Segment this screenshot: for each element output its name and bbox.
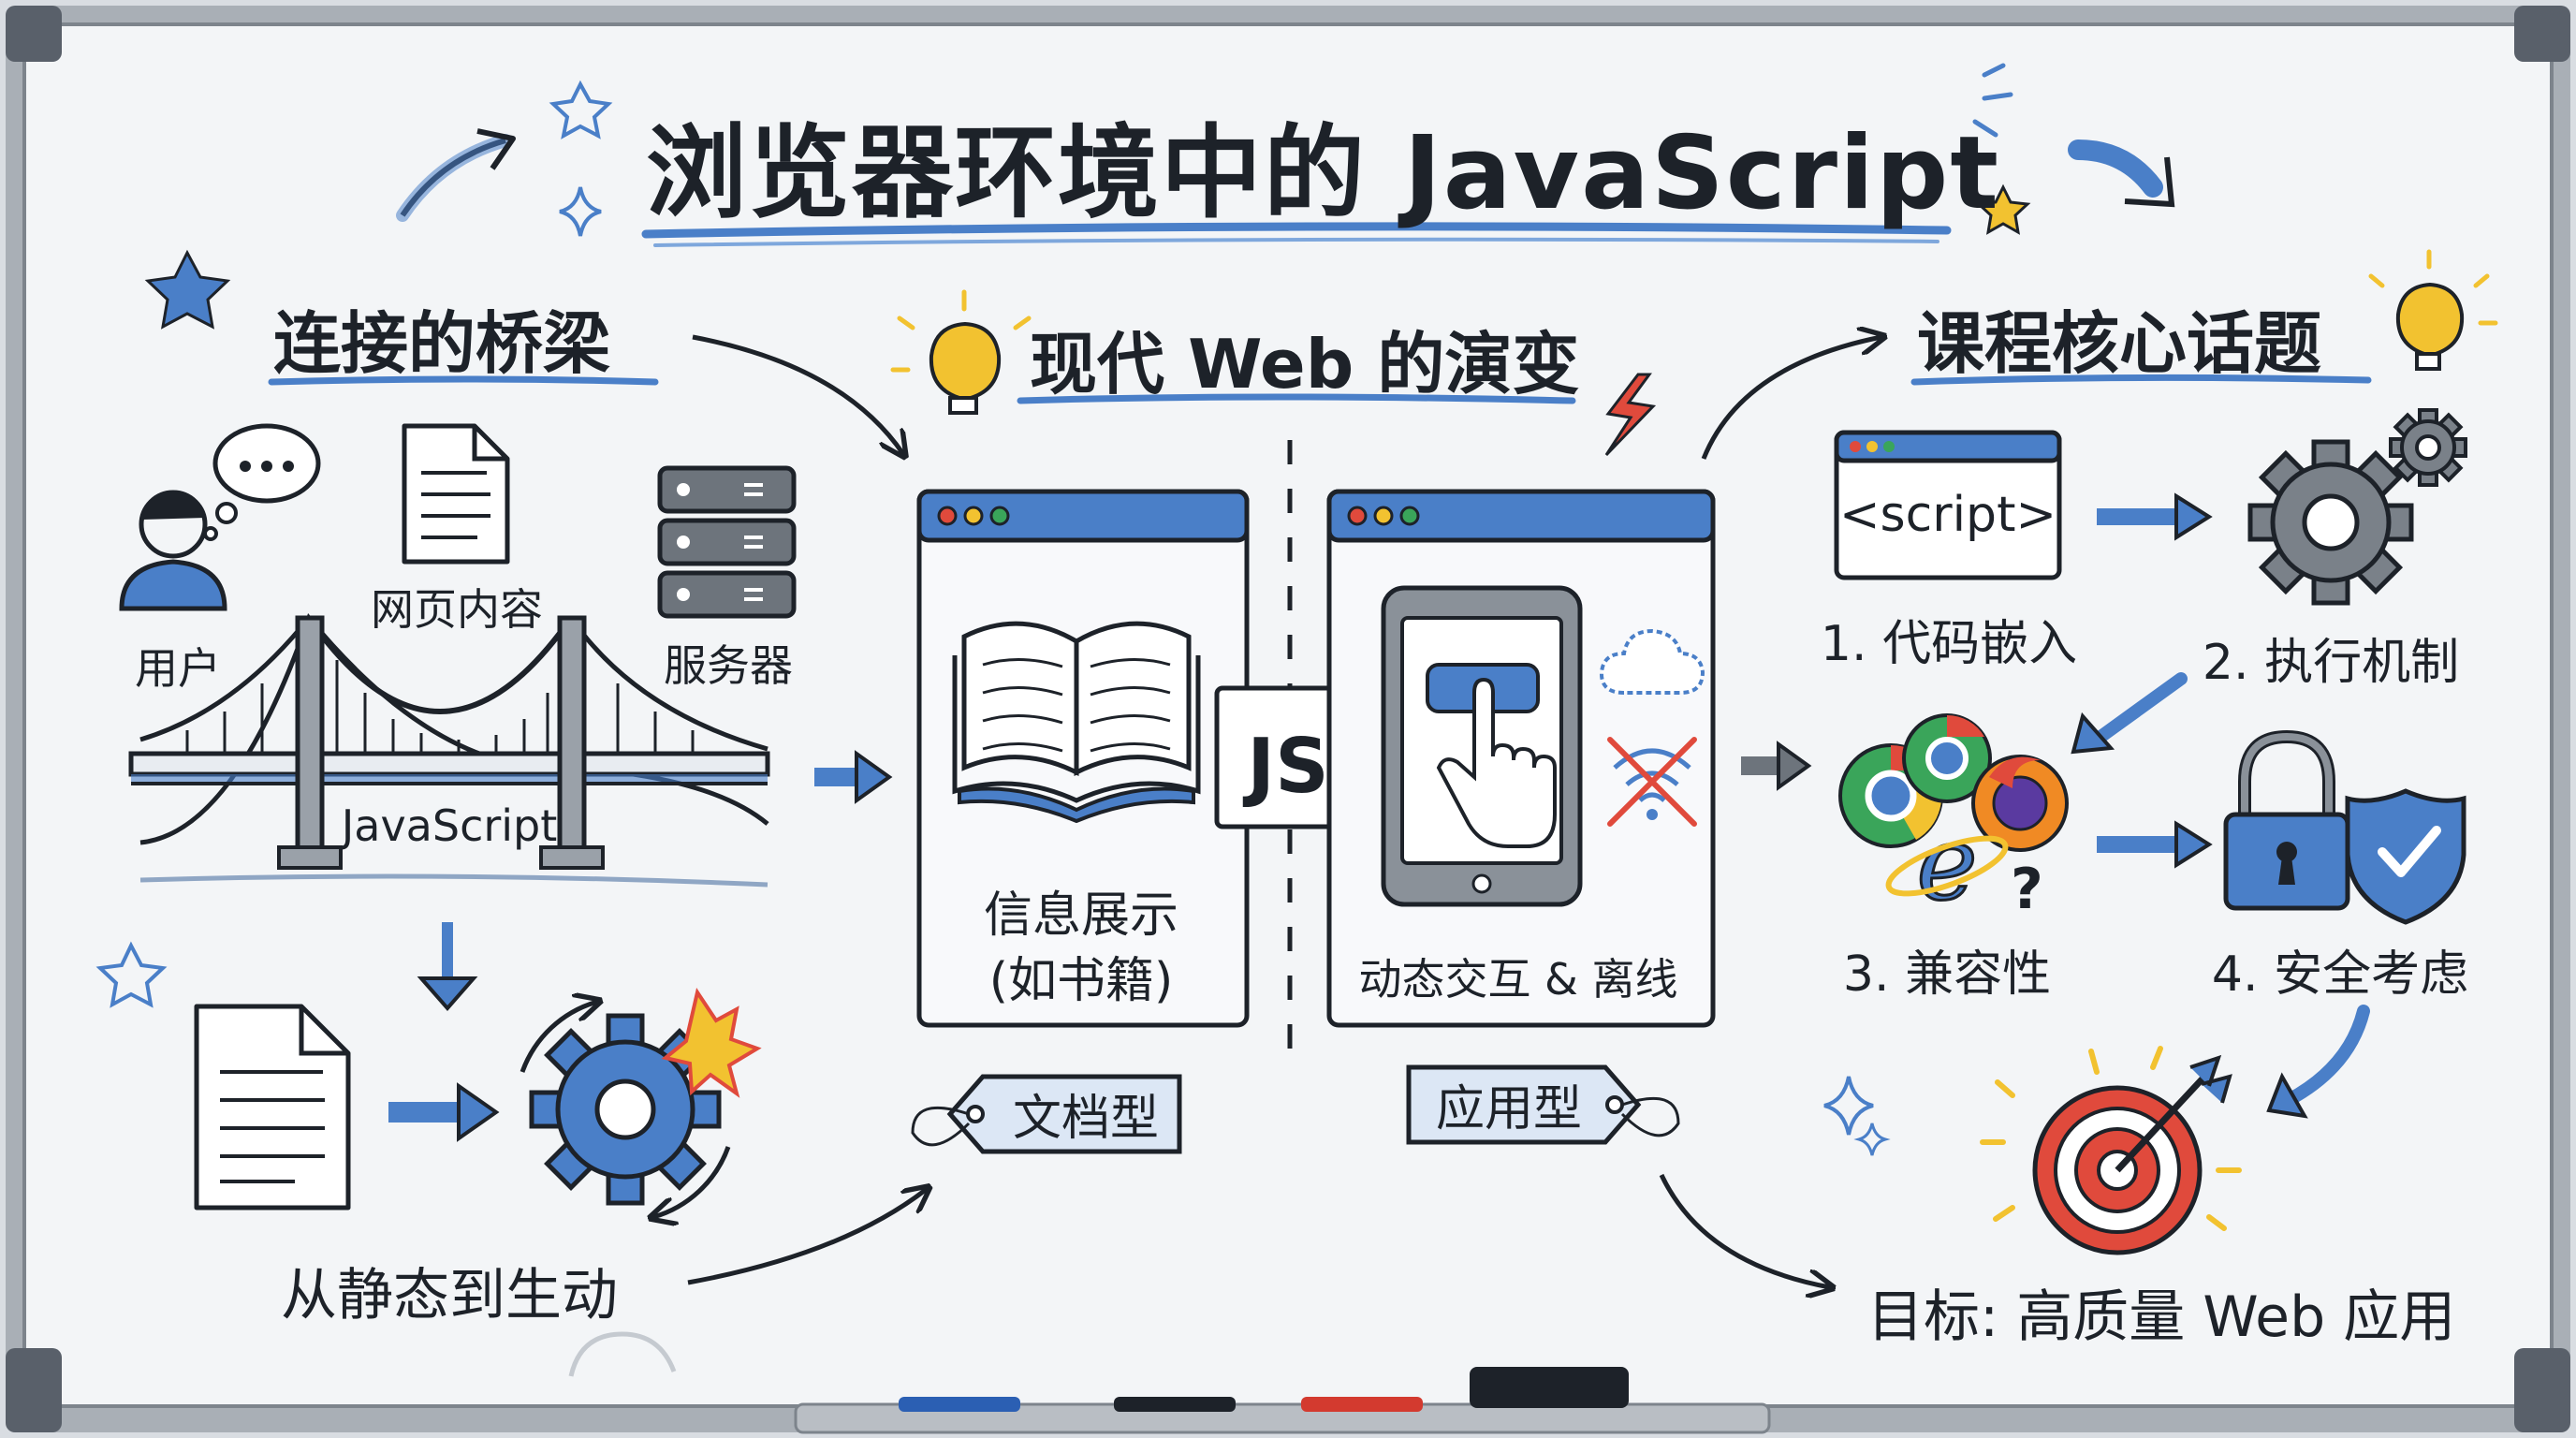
tap-hand-icon [1436, 677, 1557, 848]
arrow-icon [1741, 741, 1812, 791]
sparkle-icon [1853, 1123, 1891, 1156]
title-underline [641, 222, 1952, 239]
title-underline [653, 237, 1939, 247]
star-icon [95, 941, 168, 1008]
browser-logos-icon: e [1838, 713, 2069, 925]
lightbulb-icon [2368, 249, 2498, 371]
shield-check-icon [2345, 788, 2466, 925]
lightning-icon [1604, 373, 1657, 457]
star-icon [1975, 183, 2031, 235]
book-icon [952, 621, 1201, 824]
user-icon [119, 490, 227, 611]
arrow-icon [2124, 156, 2175, 208]
blue-marker[interactable] [899, 1397, 1020, 1412]
gear-icon [2247, 439, 2414, 606]
no-wifi-icon [1607, 737, 1697, 827]
doc-caption-sub: (如书籍) [988, 953, 1174, 1009]
star-icon [144, 249, 231, 330]
arrow-icon [2097, 492, 2213, 541]
document-icon [194, 1004, 351, 1211]
arrow-icon [2097, 820, 2213, 869]
lightning-icon [661, 988, 762, 1098]
topic-1-label: 1. 代码嵌入 [1820, 616, 2078, 672]
gear-icon [2389, 408, 2467, 487]
arrow-icon [388, 1082, 500, 1142]
arrow-icon [2071, 712, 2115, 755]
section-title-bridge: 连接的桥梁 [273, 304, 611, 383]
static-to-dynamic-label: 从静态到生动 [281, 1263, 618, 1328]
smudge [568, 1331, 677, 1377]
arrow-icon [692, 334, 903, 454]
lightbulb-icon [890, 289, 1032, 415]
js-badge-label: JS [1247, 723, 1329, 810]
section-title-topics: 课程核心话题 [1917, 304, 2322, 383]
arrow-icon [2266, 1072, 2308, 1119]
app-type-tag [1406, 1064, 1680, 1145]
arrow-icon [396, 134, 512, 222]
sparkle-icon [1972, 63, 2013, 138]
document-icon [402, 423, 510, 565]
user-label: 用户 [135, 643, 221, 694]
sparkle-icon [559, 186, 602, 237]
svg-text:e: e [1916, 803, 1977, 923]
sparkle-icon [1823, 1076, 1874, 1136]
marker-tray [794, 1367, 1771, 1434]
bridge-icon [128, 612, 770, 888]
gear-icon [520, 1002, 731, 1217]
script-window [1834, 430, 2062, 580]
eraser[interactable] [1470, 1367, 1629, 1408]
page-title: 浏览器环境中的 JavaScript [646, 115, 2000, 232]
arrow-icon [476, 128, 516, 170]
app-type-tag-label: 应用型 [1435, 1081, 1583, 1137]
arrow-icon [687, 1189, 927, 1285]
topic-3-label: 3. 兼容性 [1842, 946, 2052, 1003]
arrow-icon [2068, 139, 2163, 198]
section-underline [1910, 374, 2372, 386]
goal-label: 目标: 高质量 Web 应用 [1867, 1284, 2456, 1350]
arrow-icon [814, 750, 893, 804]
topic-4-label: 4. 安全考虑 [2211, 946, 2469, 1003]
arrow-icon [2282, 1005, 2370, 1107]
section-underline [1017, 393, 1576, 404]
topic-2-label: 2. 执行机制 [2202, 635, 2460, 691]
bridge-label: JavaScript [341, 800, 558, 851]
section-title-evolution: 现代 Web 的演变 [1030, 325, 1580, 404]
target-icon [1980, 1046, 2242, 1255]
black-marker[interactable] [1114, 1397, 1236, 1412]
red-marker[interactable] [1301, 1397, 1423, 1412]
arrow-icon [417, 922, 478, 1012]
doc-caption: 信息展示 [983, 888, 1179, 944]
star-icon [549, 80, 613, 139]
arrow-icon [2090, 672, 2188, 746]
content-label: 网页内容 [371, 584, 543, 635]
server-label: 服务器 [664, 640, 793, 691]
doc-type-tag-label: 文档型 [1012, 1091, 1160, 1147]
app-caption: 动态交互 & 离线 [1358, 954, 1678, 1005]
script-tag-label: <script> [1838, 487, 2057, 543]
server-icon [657, 465, 797, 619]
doc-type-tag [911, 1074, 1182, 1154]
section-underline [268, 375, 659, 386]
arrow-icon [1701, 337, 1881, 460]
thought-bubble-icon [203, 423, 321, 541]
cloud-icon [1599, 628, 1705, 695]
compatibility-question-mark: ? [2011, 857, 2043, 922]
arrow-icon [1659, 1173, 1830, 1287]
